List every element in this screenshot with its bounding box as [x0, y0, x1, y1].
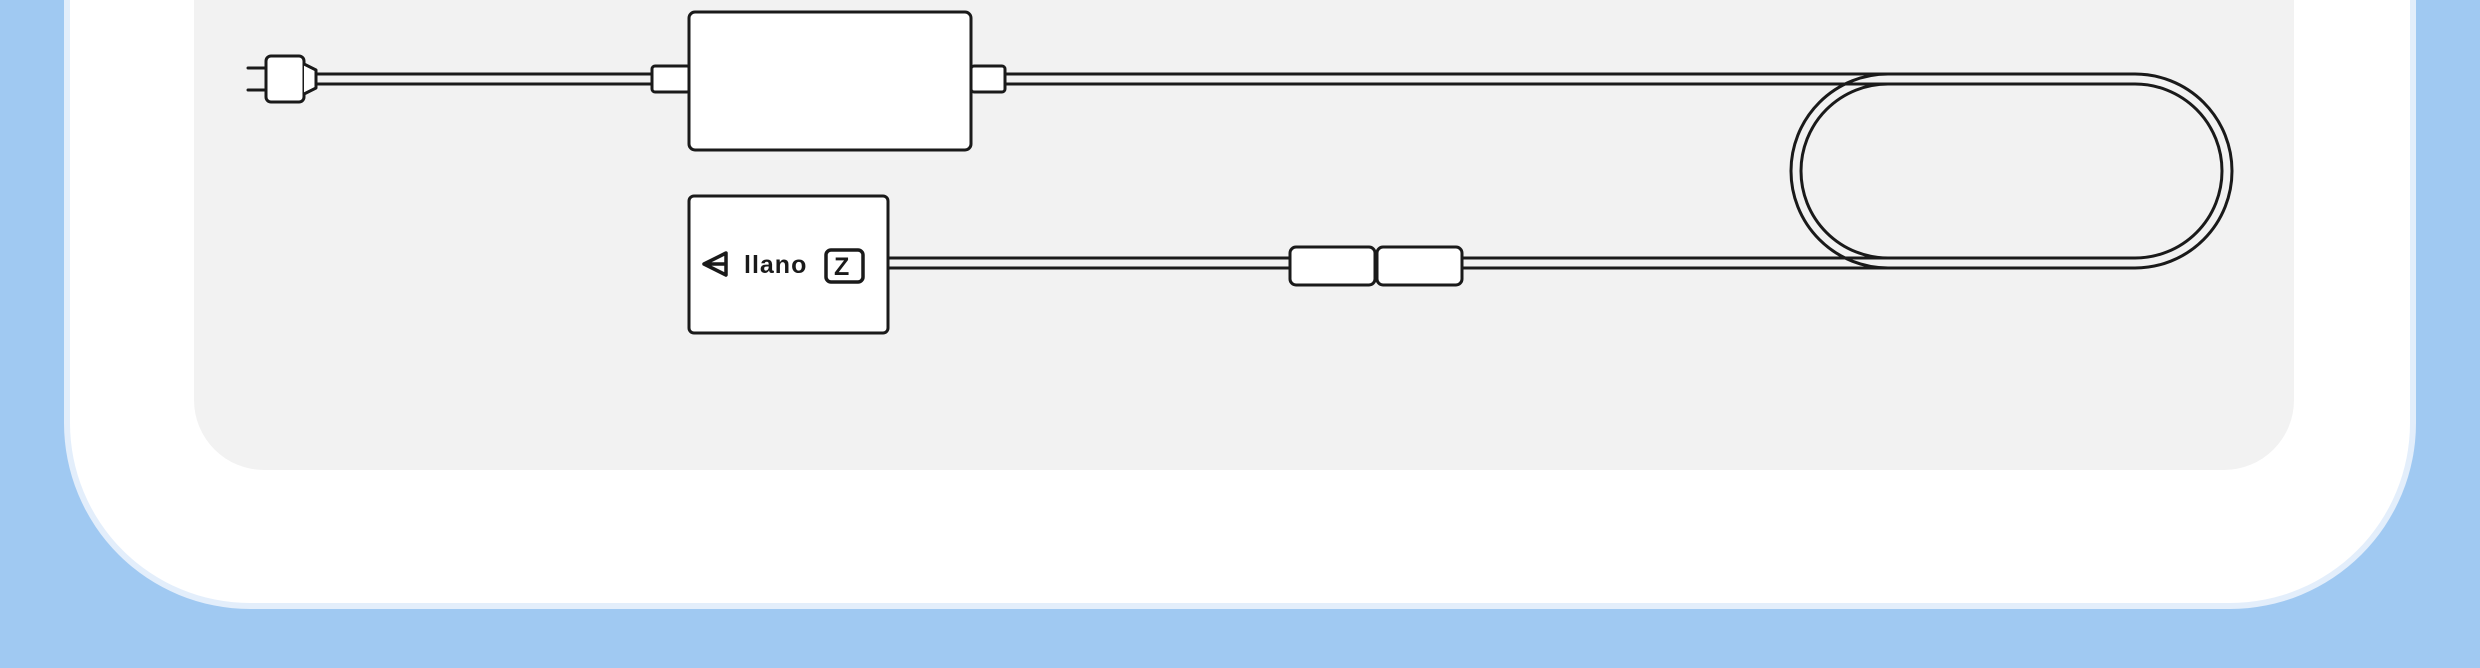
power-plug-icon	[246, 54, 318, 104]
play-triangle-icon	[702, 251, 728, 277]
model-badge-box	[824, 248, 865, 284]
model-badge-label: Z	[834, 253, 850, 281]
inline-connector-icon	[1288, 245, 1464, 287]
cable-plug-to-adapter	[314, 72, 654, 86]
cable-device-to-loop	[886, 256, 1890, 270]
device-box	[687, 194, 890, 335]
power-adapter-icon	[687, 10, 973, 152]
adapter-output-boot	[969, 64, 1007, 94]
diagram-panel	[194, 0, 2294, 470]
device-card	[70, 0, 2410, 603]
cable-adapter-loop	[1003, 72, 2234, 270]
brand-label: llano	[744, 251, 807, 279]
adapter-input-boot	[650, 64, 692, 94]
